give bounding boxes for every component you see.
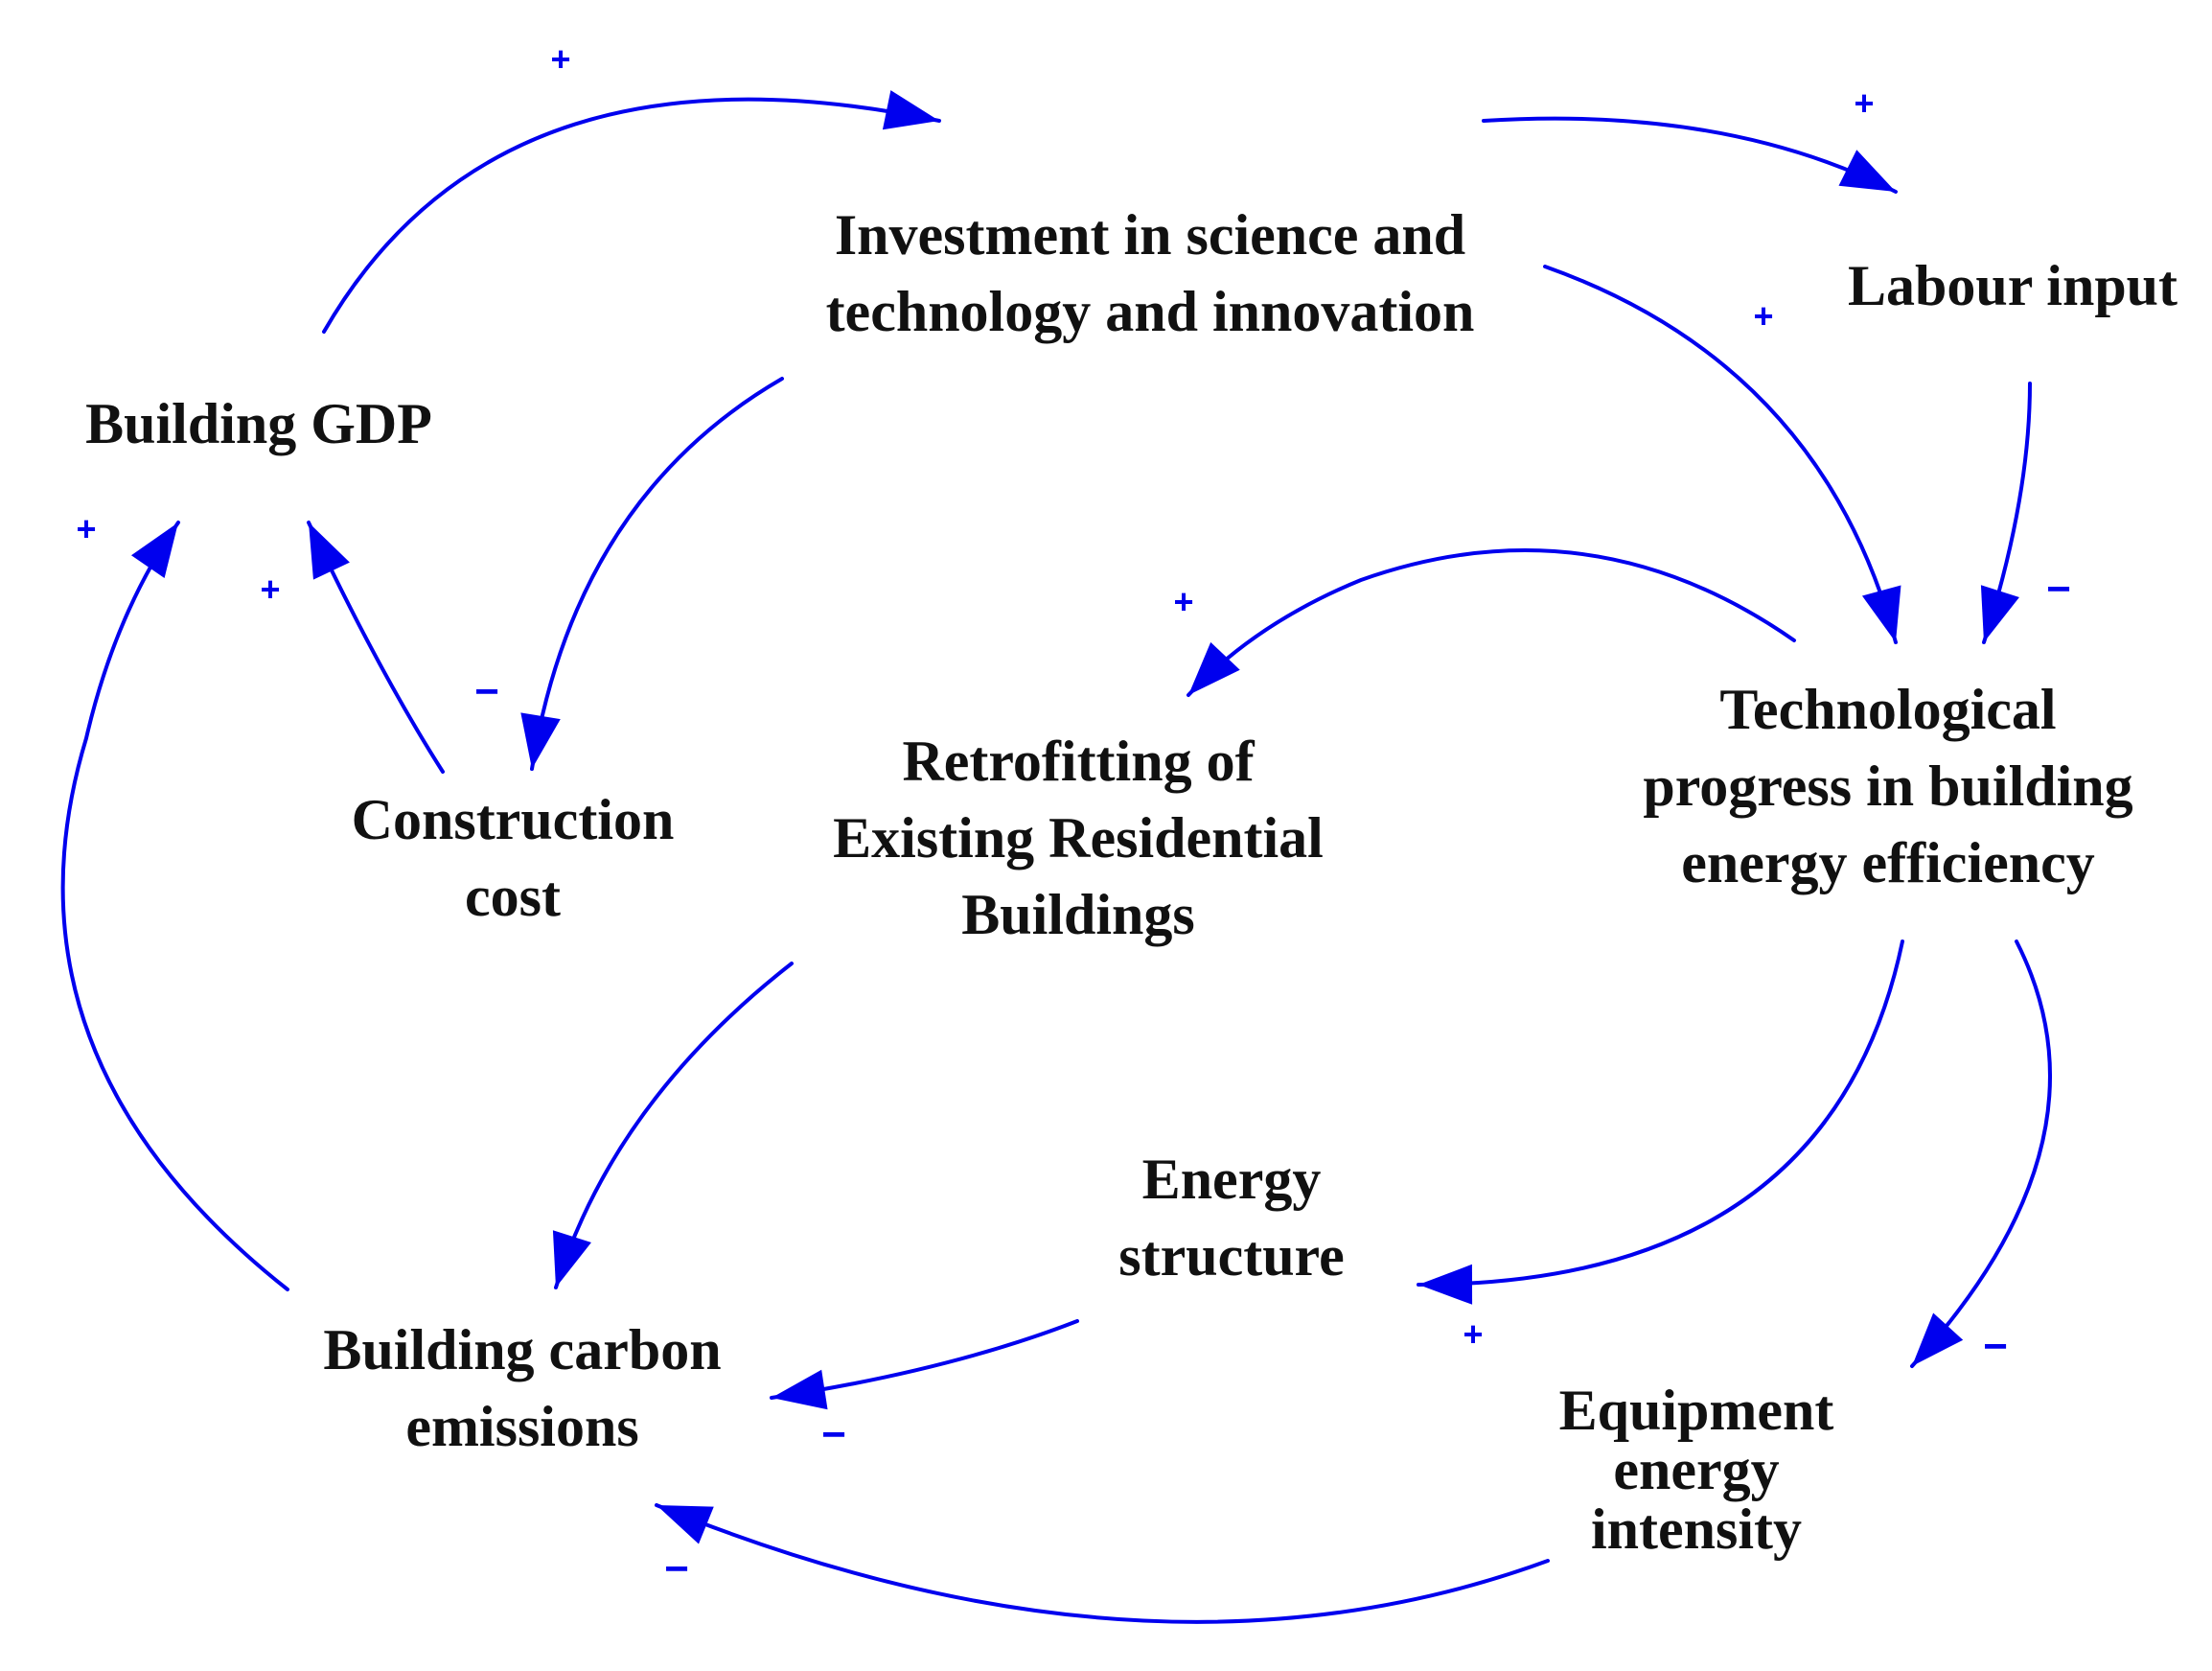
polarity-emissions-to-gdp: + xyxy=(76,509,97,548)
polarity-investment-to-labour: + xyxy=(1854,83,1875,123)
node-building-gdp: Building GDP xyxy=(85,392,432,455)
arrowhead-cost-to-gdp xyxy=(309,522,350,580)
polarity-cost-to-gdp: + xyxy=(260,569,281,609)
node-retrofitting: Retrofitting of Existing Residential Bui… xyxy=(833,730,1324,946)
arrowhead-tech-to-intensity xyxy=(1912,1312,1964,1366)
link-retrofit-to-emissions xyxy=(554,962,794,1289)
arrowhead-tech-to-retrofit xyxy=(1188,641,1240,695)
link-investment-to-labour xyxy=(1482,116,1898,194)
node-investment: Investment in science and technology and… xyxy=(825,203,1475,343)
link-investment-to-cost xyxy=(530,377,784,771)
arrowhead-labour-to-tech xyxy=(1980,585,2019,642)
arrowhead-structure-to-emissions xyxy=(772,1369,828,1410)
arrowhead-tech-to-structure xyxy=(1418,1264,1473,1305)
polarity-tech-to-retrofit: + xyxy=(1173,582,1194,621)
polarity-structure-to-emissions: − xyxy=(821,1411,846,1458)
link-intensity-to-emissions xyxy=(655,1503,1550,1624)
node-technological-progress: Technological progress in building energ… xyxy=(1643,678,2133,894)
node-energy-structure: Energy structure xyxy=(1118,1148,1345,1288)
polarity-labour-to-tech: − xyxy=(2046,566,2071,613)
arrowhead-investment-to-tech xyxy=(1861,585,1901,642)
node-building-carbon-emissions: Building carbon emissions xyxy=(323,1318,722,1458)
polarity-gdp-to-investment: + xyxy=(550,39,571,79)
arrowhead-emissions-to-gdp xyxy=(130,522,178,579)
arrowhead-intensity-to-emissions xyxy=(657,1505,714,1544)
link-tech-to-intensity xyxy=(1910,940,2052,1368)
arrowhead-retrofit-to-emissions xyxy=(552,1230,591,1288)
link-tech-to-retrofit xyxy=(1187,548,1796,697)
link-investment-to-tech xyxy=(1543,265,1898,644)
polarity-tech-to-structure: + xyxy=(1463,1314,1484,1354)
arrowhead-investment-to-cost xyxy=(520,712,561,769)
polarity-intensity-to-emissions: − xyxy=(664,1545,689,1592)
link-emissions-to-gdp xyxy=(60,521,289,1291)
node-construction-cost: Construction cost xyxy=(351,788,675,928)
link-tech-to-structure xyxy=(1417,940,1904,1287)
polarity-investment-to-tech: + xyxy=(1753,296,1774,336)
polarity-investment-to-cost: − xyxy=(474,668,499,715)
node-equipment-energy-intensity: Equipment energy intensity xyxy=(1558,1379,1834,1561)
node-labour-input: Labour input xyxy=(1847,254,2178,317)
arrowhead-investment-to-labour xyxy=(1838,150,1896,192)
link-gdp-to-investment xyxy=(322,97,941,334)
polarity-tech-to-intensity: − xyxy=(1983,1323,2008,1370)
arrowhead-gdp-to-investment xyxy=(882,90,939,130)
